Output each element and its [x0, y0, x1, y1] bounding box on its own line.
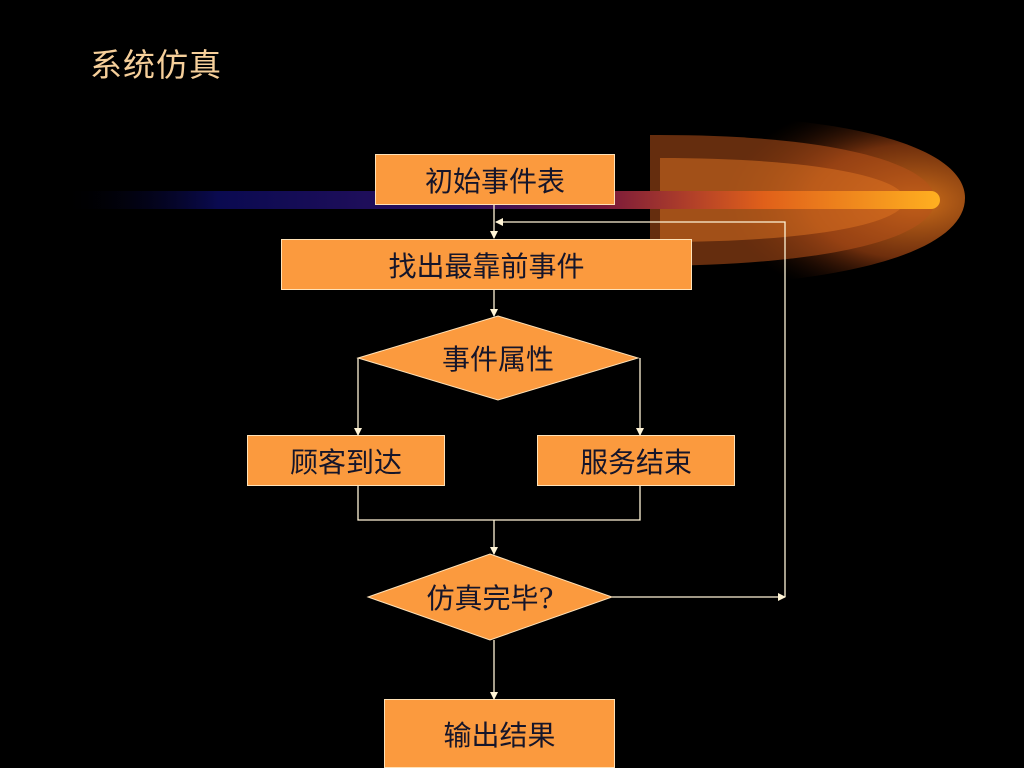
node-find-earliest-event: 找出最靠前事件: [281, 239, 692, 290]
node-simulation-done: 仿真完毕?: [426, 582, 554, 615]
node-event-attribute: 事件属性: [441, 343, 554, 376]
decision-simulation-done-shape: [366, 553, 614, 641]
loop-back-line: [495, 218, 786, 597]
node-customer-arrival: 顾客到达: [247, 435, 445, 486]
slide-title: 系统仿真: [90, 46, 223, 84]
node-init-event-table: 初始事件表: [375, 154, 615, 205]
merge-line: [357, 486, 641, 521]
node-service-end: 服务结束: [537, 435, 735, 486]
node-output-result: 输出结果: [384, 699, 615, 768]
decision-event-attribute-shape: [356, 315, 640, 401]
